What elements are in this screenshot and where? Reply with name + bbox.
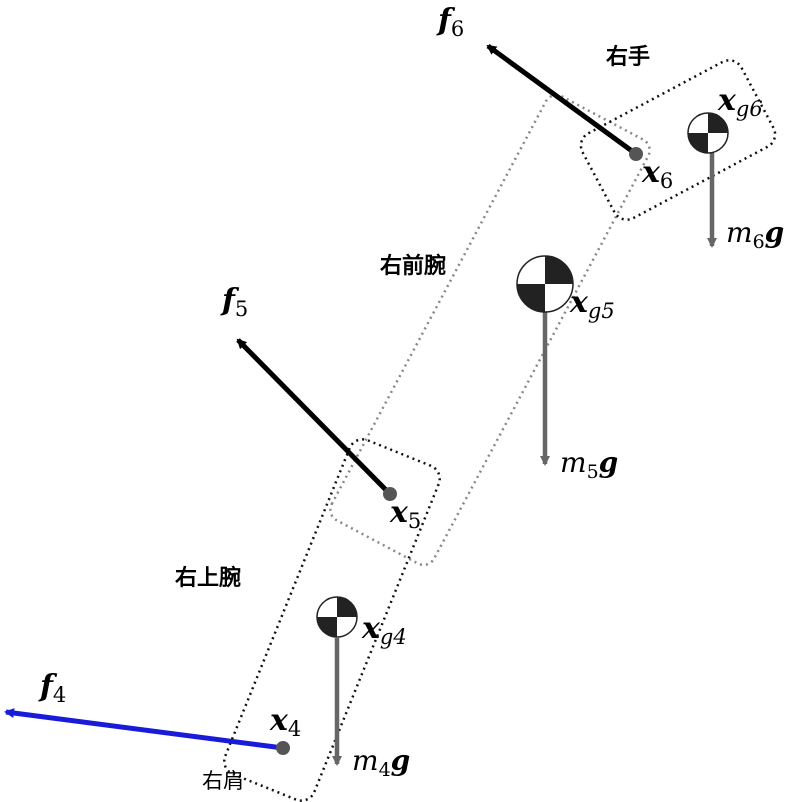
force-arrow-f6 bbox=[486, 43, 638, 157]
joint-dot-x4 bbox=[276, 741, 290, 755]
label-x4: x4 bbox=[269, 703, 301, 741]
label-f5: f5 bbox=[220, 283, 248, 321]
label-right-shoulder: 右肩 bbox=[202, 769, 244, 793]
label-m5g: m5g bbox=[560, 446, 618, 483]
com-marker-g5 bbox=[516, 255, 574, 313]
label-x5: x5 bbox=[389, 495, 421, 533]
force-arrow-f5 bbox=[236, 338, 392, 496]
com-marker-g4 bbox=[316, 596, 358, 638]
label-right-hand: 右手 bbox=[606, 45, 650, 70]
joint-dot-x6 bbox=[629, 147, 643, 161]
forearm-segment-box bbox=[329, 93, 651, 567]
label-x6: x6 bbox=[641, 155, 673, 193]
label-xg6: xg6 bbox=[717, 83, 763, 121]
hand-segment-box bbox=[579, 59, 777, 221]
label-m4g: m4g bbox=[352, 744, 410, 781]
label-f4: f4 bbox=[38, 669, 66, 707]
com-marker-g6 bbox=[687, 112, 729, 154]
label-right-forearm: 右前腕 bbox=[380, 253, 446, 279]
label-m6g: m6g bbox=[726, 216, 784, 253]
force-arrow-f4 bbox=[4, 708, 284, 751]
label-xg4: xg4 bbox=[361, 611, 407, 649]
label-f6: f6 bbox=[436, 3, 464, 41]
joint-dot-x5 bbox=[383, 487, 397, 501]
label-right-upper-arm: 右上腕 bbox=[175, 565, 241, 591]
label-xg5: xg5 bbox=[569, 285, 615, 323]
